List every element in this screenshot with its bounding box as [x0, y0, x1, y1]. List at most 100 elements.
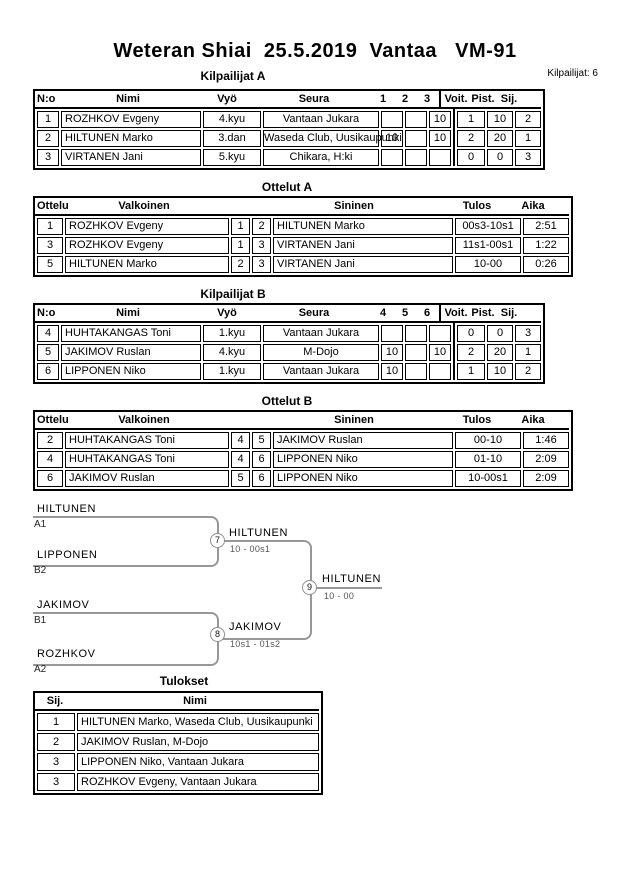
table-cell: HILTUNEN Marko — [273, 218, 453, 235]
table-cell: Vantaan Jukara — [263, 325, 379, 342]
table-cell: 6 — [37, 470, 63, 487]
header-cell — [246, 413, 263, 427]
table-cell: 2:09 — [523, 470, 569, 487]
table-cell: 1.kyu — [203, 325, 261, 342]
header-cell: Tulos — [462, 200, 492, 212]
table-cell: 0 — [487, 325, 513, 342]
table-header-row: Sij. Nimi — [35, 693, 319, 711]
table-cell: 5 — [252, 432, 271, 449]
header-cell: N:o — [37, 93, 56, 105]
table-cell — [429, 363, 451, 380]
column-divider — [453, 128, 455, 147]
table-cell: 3 — [37, 237, 63, 254]
table-cell: 1 — [515, 344, 541, 361]
table-cell: 0:26 — [523, 256, 569, 273]
header-cell: Valkoinen — [118, 200, 170, 212]
column-divider — [453, 342, 455, 361]
bracket-slot-seed: A2 — [34, 664, 47, 675]
table-cell: VIRTANEN Jani — [61, 149, 201, 166]
section-title-ottelut-a: Ottelut A — [261, 180, 313, 194]
table-cell: 5 — [231, 470, 250, 487]
table-cell: 10 — [487, 111, 513, 128]
column-divider — [439, 305, 441, 321]
table-cell: JAKIMOV Ruslan, M-Dojo — [77, 733, 319, 751]
table-cell: ROZHKOV Evgeny — [65, 237, 229, 254]
table-cell: 3 — [515, 149, 541, 166]
header-cell: Sij. — [500, 93, 518, 105]
header-cell: Vyö — [217, 307, 237, 319]
table-cell: 20 — [487, 344, 513, 361]
table-cell: LIPPONEN Niko — [61, 363, 201, 380]
header-cell: Aika — [521, 414, 545, 426]
table-cell: ROZHKOV Evgeny — [65, 218, 229, 235]
table-cell: HILTUNEN Marko — [65, 256, 229, 273]
table-cell: Vantaan Jukara — [263, 363, 379, 380]
table-cell: VIRTANEN Jani — [273, 256, 453, 273]
header-cell: Aika — [521, 200, 545, 212]
section-title-ottelut-b: Ottelut B — [261, 394, 313, 408]
table-cell: 5.kyu — [203, 149, 261, 166]
table-cell: Vantaan Jukara — [263, 111, 379, 128]
table-cell: Waseda Club, Uusikaupunki — [263, 130, 402, 147]
table-cell: JAKIMOV Ruslan — [273, 432, 453, 449]
table-cell: ROZHKOV Evgeny — [61, 111, 201, 128]
table-cell: 10 — [381, 363, 403, 380]
header-cell: Nimi — [183, 695, 207, 707]
column-divider — [453, 147, 455, 166]
table-cell: 6 — [252, 470, 271, 487]
table-cell: 4.kyu — [203, 111, 261, 128]
header-cell: Ottelu — [37, 414, 69, 426]
table-cell — [381, 325, 403, 342]
table-cell: 20 — [487, 130, 513, 147]
table-cell: 2 — [37, 130, 59, 147]
bracket-winner-name: HILTUNEN — [229, 527, 288, 539]
table-cell: 3 — [252, 237, 271, 254]
header-cell: 5 — [401, 307, 409, 319]
table-cell: 0 — [457, 149, 485, 166]
header-cell: Sij. — [46, 695, 64, 707]
bracket-slot-seed: B1 — [34, 615, 47, 626]
table-cell: 4 — [231, 451, 250, 468]
table-cell: 10-00 — [455, 256, 521, 273]
table-cell: 1 — [231, 237, 250, 254]
table-cell: 1 — [37, 713, 75, 731]
table-cell: 6 — [252, 451, 271, 468]
table-cell: 2:51 — [523, 218, 569, 235]
table-cell — [429, 149, 451, 166]
table-cell: 1 — [231, 218, 250, 235]
table-cell: LIPPONEN Niko — [273, 451, 453, 468]
header-cell: N:o — [37, 307, 56, 319]
table-cell: 11s1-00s1 — [455, 237, 521, 254]
section-title-tulokset: Tulokset — [159, 674, 209, 688]
match-number-circle: 8 — [210, 627, 225, 642]
table-cell: HILTUNEN Marko, Waseda Club, Uusikaupunk… — [77, 713, 319, 731]
header-cell: 6 — [423, 307, 431, 319]
table-cell: 2 — [252, 218, 271, 235]
table-cell: 10 — [487, 363, 513, 380]
column-divider — [453, 323, 455, 342]
table-cell: 3 — [37, 149, 59, 166]
bracket-slot-name: JAKIMOV — [37, 599, 90, 611]
column-divider — [453, 109, 455, 128]
table-cell: 2 — [515, 363, 541, 380]
table-cell: 10 — [381, 344, 403, 361]
header-cell: Ottelu — [37, 200, 69, 212]
column-divider — [439, 91, 441, 107]
table-cell: 10 — [429, 344, 451, 361]
table-cell: 4.kyu — [203, 344, 261, 361]
competitors-count-label: Kilpailijat: 6 — [547, 68, 598, 79]
header-cell: Voit. — [444, 307, 468, 319]
